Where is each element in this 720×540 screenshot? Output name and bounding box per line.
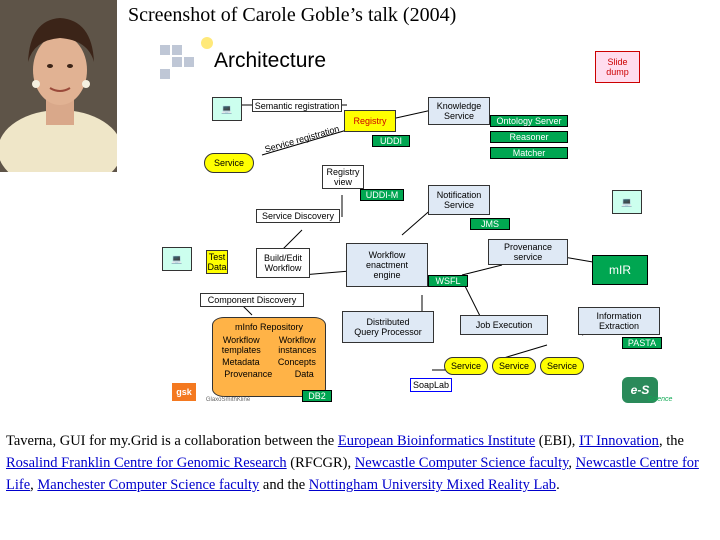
- provenance-label: Provenance: [224, 369, 273, 379]
- db2-box: DB2: [302, 390, 332, 402]
- caption-text-4: (RFCGR),: [286, 455, 355, 471]
- reasoner-box: Reasoner: [490, 131, 568, 143]
- architecture-diagram: Architecture Slide dump 💻 Semantic regis…: [152, 35, 682, 415]
- link-ebi[interactable]: European Bioinformatics Institute: [337, 433, 536, 449]
- service-oval: Service: [204, 153, 254, 173]
- service-oval-1: Service: [444, 357, 488, 375]
- caption-text-6: ,: [30, 477, 38, 493]
- caption-text-8: .: [556, 477, 560, 493]
- admin-computer-icon: 💻: [612, 190, 642, 214]
- link-nottingham-mrl[interactable]: Nottingham University Mixed Reality Lab: [308, 477, 557, 493]
- link-manchester-cs[interactable]: Manchester Computer Science faculty: [37, 477, 260, 493]
- caption-text-2: (EBI),: [535, 433, 580, 449]
- caption-text-3: , the: [658, 433, 684, 449]
- link-newcastle-life[interactable]: Newcastle Centre for Life: [6, 455, 699, 493]
- matcher-box: Matcher: [490, 147, 568, 159]
- knowledge-service-box: Knowledge Service: [428, 97, 490, 125]
- uddi-box: UDDI: [372, 135, 410, 147]
- minfo-repository-label: mInfo Repository: [234, 322, 304, 332]
- component-discovery-box: Component Discovery: [200, 293, 304, 307]
- build-edit-workflow-box: Build/Edit Workflow: [256, 248, 310, 278]
- uddi-m-box: UDDI-M: [360, 189, 404, 201]
- slide-title: Screenshot of Carole Goble’s talk (2004): [128, 4, 457, 26]
- service-oval-3: Service: [540, 357, 584, 375]
- diagram-title: Architecture: [214, 49, 327, 72]
- escience-logo: e-S: [622, 377, 658, 403]
- link-rfcgr[interactable]: Rosalind Franklin Centre for Genomic Res…: [6, 455, 287, 471]
- wsfl-box: WSFL: [428, 275, 468, 287]
- workflow-templates-label: Workflow templates: [221, 335, 261, 355]
- metadata-label: Metadata: [222, 357, 260, 367]
- data-label: Data: [294, 369, 314, 379]
- concepts-label: Concepts: [277, 357, 316, 367]
- link-newcastle-cs[interactable]: Newcastle Computer Science faculty: [354, 455, 569, 471]
- escience-text: Science: [647, 396, 673, 403]
- information-extraction-box: Information Extraction: [578, 307, 660, 335]
- test-data-box: Test Data: [206, 250, 228, 274]
- minfo-repository-cylinder: mInfo Repository Workflow templates Work…: [212, 317, 326, 397]
- link-it-innovation[interactable]: IT Innovation: [579, 433, 659, 449]
- job-execution-box: Job Execution: [460, 315, 548, 335]
- pasta-box: PASTA: [622, 337, 662, 349]
- caption-text-7: and the: [259, 477, 309, 493]
- caption: Taverna, GUI for my.Grid is a collaborat…: [6, 430, 716, 496]
- service-discovery-box: Service Discovery: [256, 209, 340, 223]
- caption-text-5: ,: [568, 455, 576, 471]
- notification-service-box: Notification Service: [428, 185, 490, 215]
- registry-view-box: Registry view: [322, 165, 364, 189]
- mir-box: mIR: [592, 255, 648, 285]
- provenance-service-box: Provenance service: [488, 239, 568, 265]
- caption-text-1: Taverna, GUI for my.Grid is a collaborat…: [6, 433, 338, 449]
- designer-computer-icon: 💻: [162, 247, 192, 271]
- registry-box: Registry: [344, 110, 396, 132]
- distributed-query-box: Distributed Query Processor: [342, 311, 434, 343]
- jms-box: JMS: [470, 218, 510, 230]
- semantic-registration-box: Semantic registration: [252, 99, 342, 112]
- user-computer-icon: 💻: [212, 97, 242, 121]
- speaker-photo: [0, 0, 117, 172]
- soaplab-box: SoapLab: [410, 378, 452, 392]
- workflow-engine-box: Workflow enactment engine: [346, 243, 428, 287]
- portrait-image: [0, 0, 117, 172]
- slide-dump-box: Slide dump: [595, 51, 640, 83]
- gsk-text: GlaxoSmithKline: [205, 397, 251, 403]
- gsk-logo: gsk: [172, 383, 196, 401]
- service-oval-2: Service: [492, 357, 536, 375]
- ontology-server-box: Ontology Server: [490, 115, 568, 127]
- workflow-instances-label: Workflow instances: [278, 335, 317, 355]
